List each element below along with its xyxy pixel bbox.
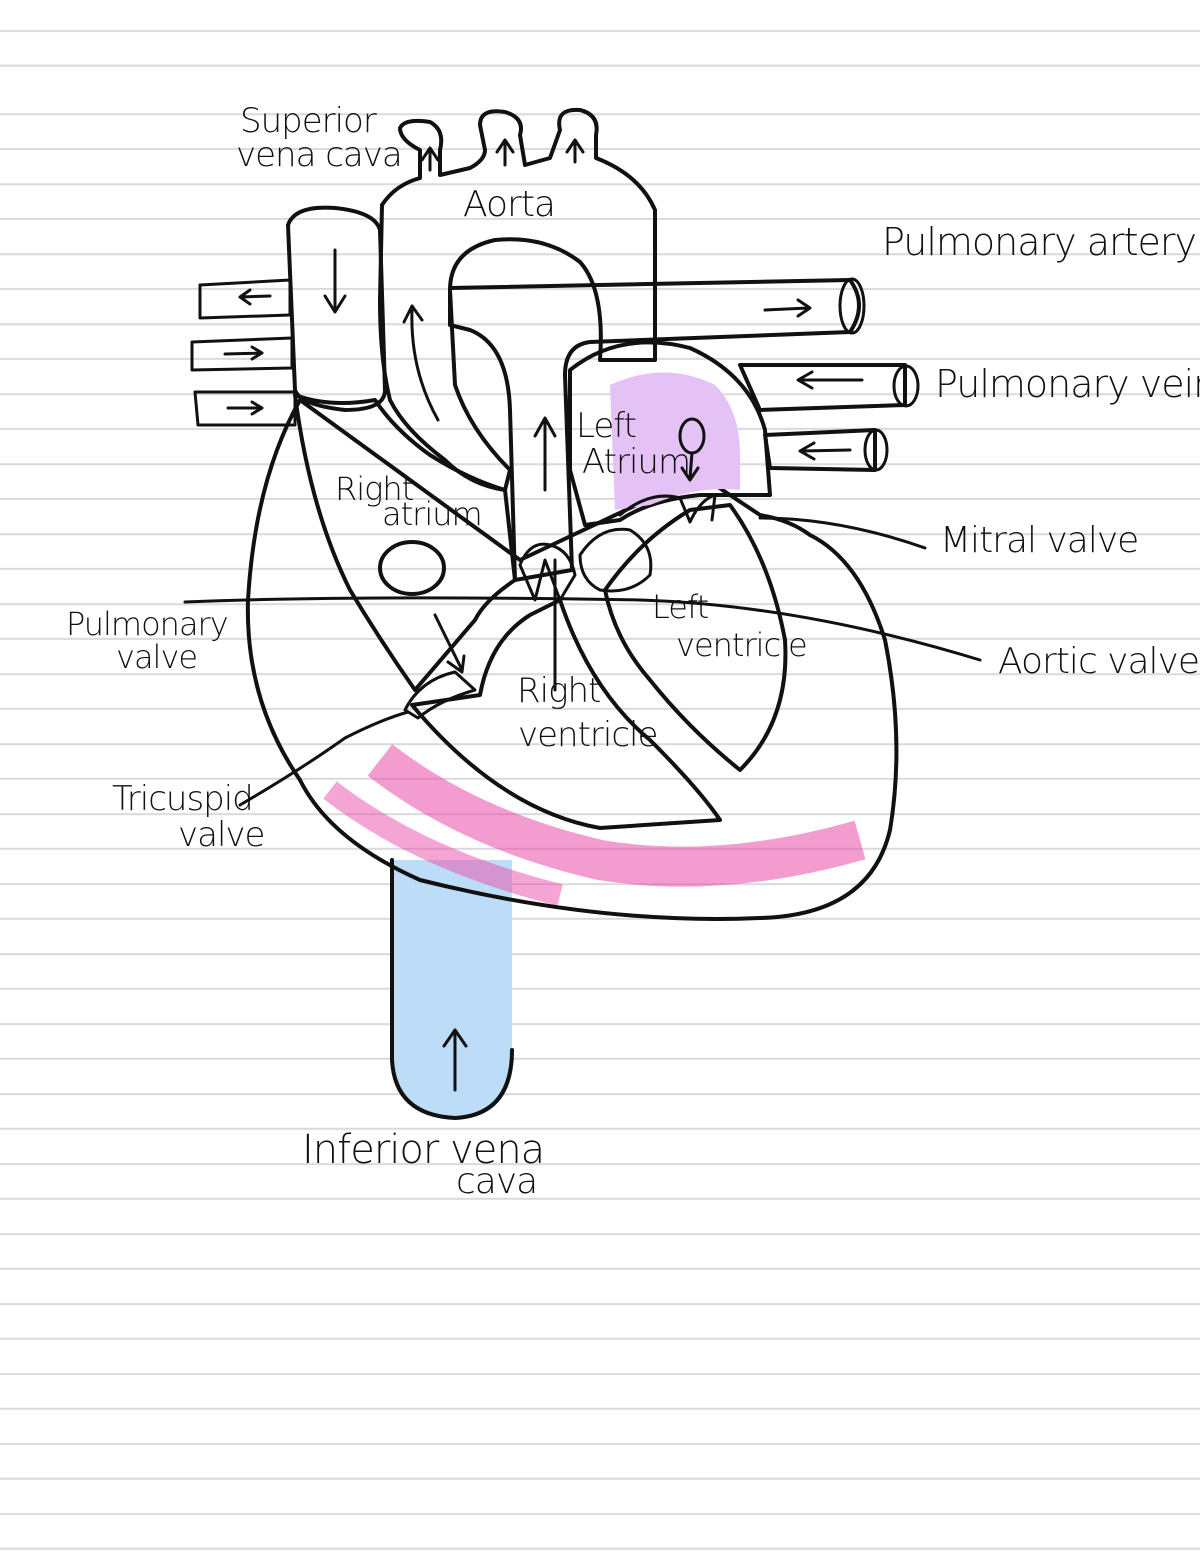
label-right-atrium-2: atrium [382,495,482,533]
label-pulmonary-artery: Pulmonary artery [882,220,1196,264]
label-mitral-valve: Mitral valve [940,520,1138,561]
leader-mitral [758,516,927,550]
heart-wall [245,398,899,921]
mitral-valve-shape [618,493,717,524]
label-aortic-valve: Aortic valve [998,641,1199,682]
pulmonary-valve-shape [518,542,577,602]
label-tricuspid-valve-1: Tricuspid [112,779,253,819]
label-right-atrium-1: Right [335,470,414,508]
label-pulmonary-veins: Pulmonary veins [935,362,1200,406]
left-vessels [190,278,297,427]
label-pulmonary-valve-1: Pulmonary [66,605,228,643]
leader-tricuspid [238,710,410,807]
label-left-atrium-1: Left [576,406,636,446]
superior-vena-cava [286,205,387,412]
left-atrium [563,340,772,527]
left-ventricle [603,503,788,772]
label-superior-vena-cava-2: vena cava [236,135,402,175]
tricuspid-valve-shape [403,670,477,720]
label-right-ventricle-2: ventricle [518,715,657,755]
inferior-vena-cava [390,858,514,1120]
label-aorta: Aorta [463,184,555,225]
label-pulmonary-valve-2: valve [116,638,197,676]
right-ventricle [410,598,722,830]
label-inferior-vena-cava-2: cava [456,1161,537,1202]
pulmonary-artery [448,277,866,582]
label-left-ventricle-1: Left [652,588,709,626]
label-left-ventricle-2: ventricle [676,626,807,664]
label-superior-vena-cava-1: Superior [240,101,377,141]
aortic-valve-shape [578,527,653,593]
label-right-ventricle-1: Right [517,671,600,711]
right-atrium [293,393,517,692]
label-left-atrium-2: Atrium [582,442,690,482]
label-inferior-vena-cava-1: Inferior vena [302,1127,544,1173]
label-tricuspid-valve-2: valve [178,815,264,855]
leader-pulmonary-aortic [183,596,982,662]
